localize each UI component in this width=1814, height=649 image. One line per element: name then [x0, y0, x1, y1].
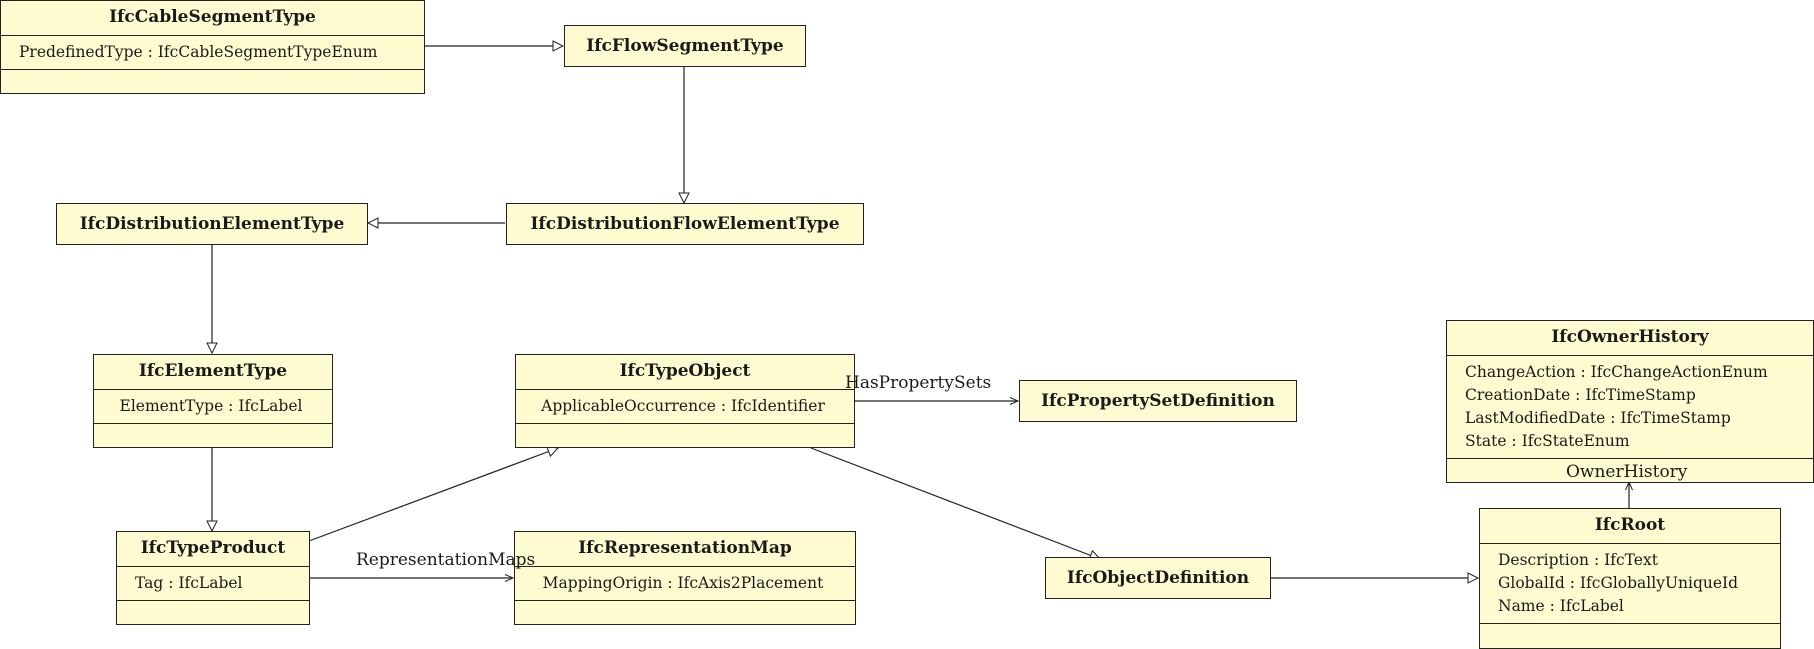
attribute: Name : IfcLabel [1498, 597, 1624, 615]
class-name: IfcDistributionFlowElementType [530, 214, 840, 234]
class-ifc-element-type: IfcElementType ElementType : IfcLabel [93, 354, 333, 448]
class-ifc-distribution-flow-element-type: IfcDistributionFlowElementType [506, 203, 864, 245]
attribute-list: Tag : IfcLabel [117, 567, 309, 601]
class-ifc-root: IfcRoot Description : IfcText GlobalId :… [1479, 508, 1781, 649]
attribute: Description : IfcText [1498, 551, 1658, 569]
class-ifc-property-set-definition: IfcPropertySetDefinition [1019, 380, 1297, 422]
attribute: LastModifiedDate : IfcTimeStamp [1465, 409, 1731, 427]
generalization-type-object-to-object-definition [810, 447, 1100, 559]
class-ifc-type-object: IfcTypeObject ApplicableOccurrence : Ifc… [515, 354, 855, 448]
class-name: IfcTypeObject [516, 355, 854, 390]
class-ifc-type-product: IfcTypeProduct Tag : IfcLabel [116, 531, 310, 625]
association-label-owner-history: OwnerHistory [1566, 462, 1688, 482]
class-name: IfcCableSegmentType [1, 1, 424, 36]
class-ifc-owner-history: IfcOwnerHistory ChangeAction : IfcChange… [1446, 320, 1814, 483]
class-ifc-distribution-element-type: IfcDistributionElementType [56, 203, 368, 245]
attribute-list: ApplicableOccurrence : IfcIdentifier [516, 390, 854, 424]
attribute: GlobalId : IfcGloballyUniqueId [1498, 574, 1739, 592]
attribute-list: Description : IfcText GlobalId : IfcGlob… [1480, 544, 1780, 624]
attribute: ElementType : IfcLabel [119, 397, 303, 415]
attribute: State : IfcStateEnum [1465, 432, 1630, 450]
class-name: IfcRoot [1480, 509, 1780, 544]
class-ifc-object-definition: IfcObjectDefinition [1045, 557, 1271, 599]
attribute-list: PredefinedType : IfcCableSegmentTypeEnum [1, 36, 424, 70]
attribute: CreationDate : IfcTimeStamp [1465, 386, 1696, 404]
attribute: PredefinedType : IfcCableSegmentTypeEnum [19, 43, 378, 61]
association-label-representation-maps: RepresentationMaps [356, 550, 536, 570]
attribute: ChangeAction : IfcChangeActionEnum [1465, 363, 1768, 381]
generalization-type-product-to-type-object [308, 448, 558, 542]
association-label-has-property-sets: HasPropertySets [845, 373, 992, 393]
attribute: Tag : IfcLabel [135, 574, 243, 592]
class-name: IfcObjectDefinition [1066, 568, 1250, 588]
attribute-list: ChangeAction : IfcChangeActionEnum Creat… [1447, 356, 1813, 459]
attribute: ApplicableOccurrence : IfcIdentifier [541, 397, 825, 415]
class-ifc-representation-map: IfcRepresentationMap MappingOrigin : Ifc… [514, 531, 856, 625]
attribute-list: MappingOrigin : IfcAxis2Placement [515, 567, 855, 601]
class-name: IfcDistributionElementType [79, 214, 345, 234]
class-name: IfcOwnerHistory [1447, 321, 1813, 356]
class-name: IfcElementType [94, 355, 332, 390]
class-name: IfcPropertySetDefinition [1041, 391, 1275, 411]
class-ifc-flow-segment-type: IfcFlowSegmentType [564, 25, 806, 67]
attribute-list: ElementType : IfcLabel [94, 390, 332, 424]
class-ifc-cable-segment-type: IfcCableSegmentType PredefinedType : Ifc… [0, 0, 425, 94]
attribute: MappingOrigin : IfcAxis2Placement [542, 574, 824, 592]
class-name: IfcFlowSegmentType [586, 36, 784, 56]
class-name: IfcRepresentationMap [515, 532, 855, 567]
class-name: IfcTypeProduct [117, 532, 309, 567]
